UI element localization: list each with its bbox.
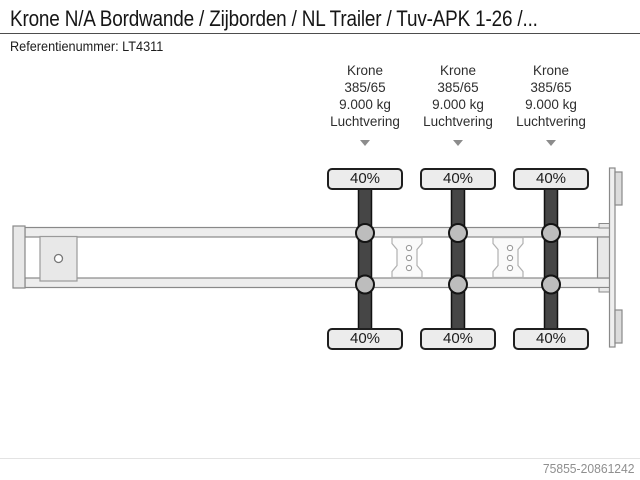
kingpin (53, 253, 64, 264)
rear-hinge-pad-bottom (614, 309, 623, 344)
axle-spec-column-3: Krone 385/65 9.000 kg Luchtvering (496, 62, 606, 130)
axle-brand: Krone (439, 63, 477, 78)
tread-badge: 40% (327, 328, 403, 350)
tread-badge: 40% (420, 168, 496, 190)
rear-step-top (598, 223, 611, 229)
suspension-bellow (448, 274, 468, 295)
suspension-bellow (355, 274, 375, 295)
axle-spec-column-2: Krone 385/65 9.000 kg Luchtvering (403, 62, 513, 130)
cross-member (391, 236, 423, 279)
axle-brand: Krone (532, 63, 570, 78)
triangle-down-icon (360, 140, 370, 146)
triangle-down-icon (546, 140, 556, 146)
tread-badge: 40% (327, 168, 403, 190)
rear-wall (608, 167, 616, 348)
suspension-bellow (541, 223, 561, 243)
axle-suspension: Luchtvering (516, 114, 586, 129)
axle-brand: Krone (346, 63, 384, 78)
axle-bar (448, 186, 468, 332)
suspension-bellow (541, 274, 561, 295)
suspension-bellow (355, 223, 375, 243)
axle-tyre-size: 385/65 (344, 80, 386, 95)
suspension-bellow (448, 223, 468, 243)
axle-tyre-size: 385/65 (530, 80, 572, 95)
axle-bar (541, 186, 561, 332)
axle-suspension: Luchtvering (423, 114, 493, 129)
tread-badge: 40% (513, 168, 589, 190)
rear-step-bottom (598, 287, 611, 293)
front-wall (12, 225, 26, 289)
triangle-down-icon (453, 140, 463, 146)
axle-load: 9.000 kg (432, 97, 484, 112)
rear-bumper (596, 236, 612, 279)
axle-bar (355, 186, 375, 332)
tread-badge: 40% (513, 328, 589, 350)
axle-tyre-size: 385/65 (437, 80, 479, 95)
rear-hinge-pad-top (614, 171, 623, 206)
axle-suspension: Luchtvering (330, 114, 400, 129)
listing-id: 75855-20861242 (543, 462, 635, 476)
chassis-rail-bottom (24, 277, 613, 289)
listing-title: Krone N/A Bordwande / Zijborden / NL Tra… (10, 6, 538, 31)
reference-number: Referentienummer: LT4311 (10, 39, 164, 54)
chassis-rail-top (24, 226, 613, 238)
axle-spec-column-1: Krone 385/65 9.000 kg Luchtvering (310, 62, 420, 130)
title-divider (0, 33, 640, 34)
cross-member (492, 236, 524, 279)
axle-load: 9.000 kg (339, 97, 391, 112)
axle-load: 9.000 kg (525, 97, 577, 112)
footer-divider (0, 458, 640, 459)
tread-badge: 40% (420, 328, 496, 350)
